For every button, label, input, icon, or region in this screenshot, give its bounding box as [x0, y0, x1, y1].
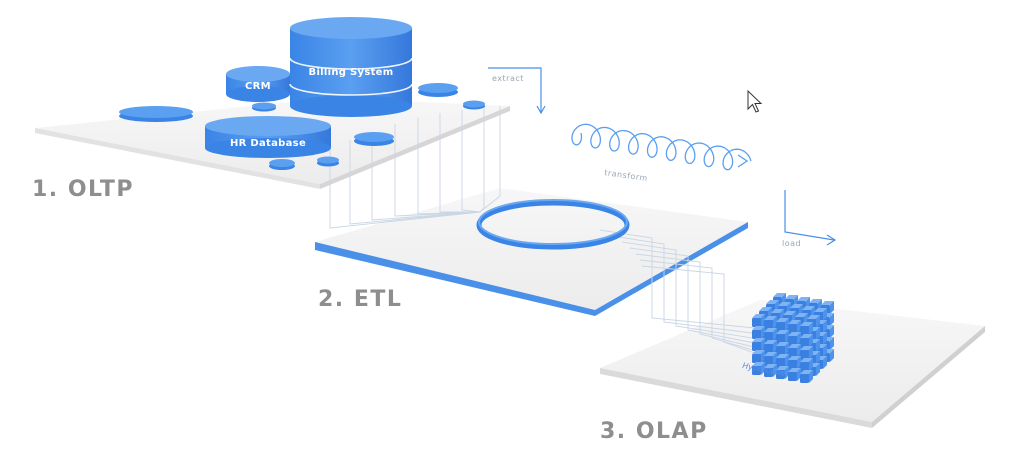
hypercube-cell: [764, 328, 777, 341]
hr-database-label: HR Database: [230, 138, 306, 149]
hypercube-cell: [800, 322, 813, 335]
transform-label: transform: [604, 168, 649, 183]
small-disk: [317, 156, 339, 167]
crm-label: CRM: [245, 81, 271, 92]
hypercube-cell: [776, 318, 789, 331]
small-disk: [418, 83, 458, 97]
hypercube-cell: [752, 350, 765, 363]
hypercube-cell: [800, 370, 813, 383]
small-disk: [354, 132, 394, 146]
small-disk: [463, 100, 485, 110]
billing-system-database: Billing System: [289, 17, 413, 117]
mouse-pointer-icon: [747, 89, 763, 113]
extract-label: extract: [492, 74, 524, 83]
hypercube-cell: [764, 340, 777, 353]
etl-stage-label: 2. ETL: [318, 287, 402, 312]
crm-database: CRM: [226, 66, 290, 102]
hypercube-cell: [800, 358, 813, 371]
hypercube-cell: [776, 330, 789, 343]
extract-arrow: extract: [488, 67, 546, 115]
hypercube-cell: [788, 356, 801, 369]
etl-ring: [476, 199, 630, 250]
billing-system-label: Billing System: [309, 67, 394, 78]
oltp-stage-label: 1. OLTP: [32, 177, 134, 202]
hr-database: HR Database: [205, 116, 331, 158]
hypercube-cell: [764, 316, 777, 329]
hypercube-cell: [800, 346, 813, 359]
hypercube: [752, 293, 834, 383]
hypercube-cell: [752, 362, 765, 375]
transform-coil: transform: [571, 123, 752, 183]
small-disk: [252, 102, 276, 112]
load-lines: [599, 229, 786, 365]
load-arrow: load: [782, 190, 837, 248]
olap-stage-label: 3. OLAP: [600, 419, 708, 444]
hypercube-cell: [800, 334, 813, 347]
small-disk: [119, 106, 193, 122]
small-disk: [269, 159, 295, 170]
extract-lines: [329, 106, 501, 229]
load-label: load: [782, 239, 801, 248]
